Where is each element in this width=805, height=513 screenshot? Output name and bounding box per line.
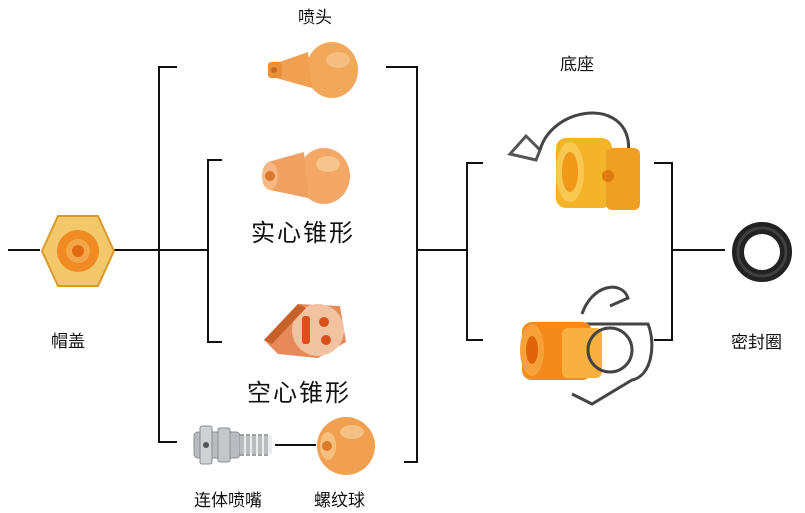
connected-nozzle-image	[193, 425, 272, 465]
nozzle-head-label: 喷头	[298, 8, 332, 28]
solid-cone-image	[262, 148, 350, 204]
base-image-bottom	[520, 285, 654, 406]
nozzle-head-image	[268, 42, 358, 98]
connected-nozzle-label: 连体喷嘴	[194, 491, 262, 511]
seal-ring-image	[732, 222, 792, 282]
seal-ring-label: 密封圈	[731, 333, 782, 353]
base-label: 底座	[560, 55, 594, 75]
hollow-cone-label: 空心锥形	[247, 379, 351, 407]
threaded-ball-label: 螺纹球	[314, 491, 365, 511]
hollow-cone-image	[264, 304, 346, 358]
solid-cone-label: 实心锥形	[251, 219, 355, 247]
base-image-top	[507, 111, 640, 210]
threaded-ball-image	[317, 417, 375, 475]
cap-image	[40, 215, 116, 287]
cap-label: 帽盖	[51, 332, 85, 352]
